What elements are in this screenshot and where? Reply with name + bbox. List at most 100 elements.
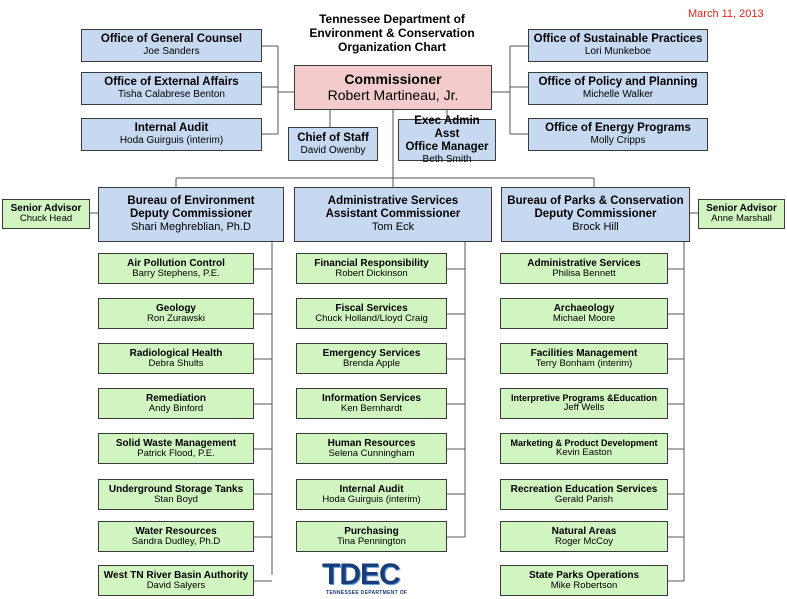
office-head: Joe Sanders <box>143 46 200 58</box>
division-facilities-management: Facilities Management Terry Bonham (inte… <box>500 343 668 374</box>
chart-date: March 11, 2013 <box>688 8 764 20</box>
title-line-1: Tennessee Department of <box>319 12 465 26</box>
division-head: Sandra Dudley, Ph.D <box>131 535 221 547</box>
chart-title: Tennessee Department of Environment & Co… <box>296 12 488 54</box>
division-internal-audit: Internal Audit Hoda Guirguis (interim) <box>296 479 447 510</box>
office-title: Internal Audit <box>134 122 209 135</box>
office-head: Molly Cripps <box>590 135 646 147</box>
division-title: Marketing & Product Development <box>510 438 658 449</box>
division-financial-responsibility: Financial Responsibility Robert Dickinso… <box>296 253 447 284</box>
logo-mark: TDEC <box>322 558 401 591</box>
division-title: Radiological Health <box>129 347 223 359</box>
division-recreation-education-services: Recreation Education Services Gerald Par… <box>500 479 668 510</box>
division-water-resources: Water Resources Sandra Dudley, Ph.D <box>98 521 254 552</box>
office-sustainable-practices: Office of Sustainable Practices Lori Mun… <box>528 29 708 62</box>
exec-admin-title-1: Exec Admin Asst <box>414 115 480 140</box>
bureau-head-name: Brock Hill <box>572 221 619 234</box>
division-head: David Salyers <box>146 579 206 591</box>
division-title: Remediation <box>145 392 206 404</box>
bureau-parks-box: Bureau of Parks & Conservation Deputy Co… <box>501 187 690 242</box>
chief-of-staff-name: David Owenby <box>300 144 366 156</box>
division-head: Ron Zurawski <box>146 312 206 324</box>
senior-advisor-name: Chuck Head <box>19 213 73 225</box>
office-head: Tisha Calabrese Benton <box>118 89 225 101</box>
division-title: Information Services <box>322 392 421 404</box>
chief-of-staff-title: Chief of Staff <box>297 131 369 144</box>
division-title: West TN River Basin Authority <box>103 569 249 581</box>
division-head: Michael Moore <box>552 312 616 324</box>
division-head: Brenda Apple <box>342 357 401 369</box>
division-title: Water Resources <box>135 525 217 537</box>
division-geology: Geology Ron Zurawski <box>98 298 254 329</box>
office-head: Lori Munkeboe <box>584 46 652 58</box>
division-title: Human Resources <box>327 437 416 449</box>
administrative-services-box: Administrative Services Assistant Commis… <box>294 187 492 242</box>
office-internal-audit: Internal Audit Hoda Guirguis (interim) <box>81 118 262 151</box>
chief-of-staff-box: Chief of Staff David Owenby <box>288 127 378 161</box>
office-title: Office of Policy and Planning <box>538 76 698 89</box>
division-title: Internal Audit <box>339 483 404 495</box>
division-emergency-services: Emergency Services Brenda Apple <box>296 343 447 374</box>
division-parks-administrative-services: Administrative Services Philisa Bennett <box>500 253 668 284</box>
logo-subtitle: TENNESSEE DEPARTMENT OF <box>326 590 408 596</box>
division-head: Gerald Parish <box>554 493 614 505</box>
commissioner-box: Commissioner Robert Martineau, Jr. <box>294 65 492 110</box>
division-title: Natural Areas <box>551 525 617 537</box>
bureau-title-1: Bureau of Environment <box>127 195 255 208</box>
division-title: State Parks Operations <box>528 569 640 581</box>
division-title: Recreation Education Services <box>510 483 658 495</box>
exec-admin-name: Beth Smith <box>422 153 472 165</box>
office-general-counsel: Office of General Counsel Joe Sanders <box>81 29 262 62</box>
bureau-title-2: Deputy Commissioner <box>534 208 657 221</box>
office-title: Office of General Counsel <box>100 33 243 46</box>
division-head: Mike Robertson <box>550 579 618 591</box>
bureau-environment-box: Bureau of Environment Deputy Commissione… <box>98 187 284 242</box>
division-title: Emergency Services <box>322 347 421 359</box>
division-title: Interpretive Programs &Education <box>510 393 658 404</box>
division-radiological-health: Radiological Health Debra Shults <box>98 343 254 374</box>
exec-admin-title-2: Office Manager <box>405 140 489 153</box>
division-natural-areas: Natural Areas Roger McCoy <box>500 521 668 552</box>
division-title: Fiscal Services <box>335 302 408 314</box>
division-purchasing: Purchasing Tina Pennington <box>296 521 447 552</box>
bureau-title-1: Bureau of Parks & Conservation <box>507 195 684 208</box>
division-head: Philisa Bennett <box>552 267 616 279</box>
division-head: Terry Bonham (interim) <box>535 357 633 369</box>
division-human-resources: Human Resources Selena Cunningham <box>296 433 447 464</box>
division-title: Underground Storage Tanks <box>108 483 244 495</box>
bureau-title-1: Administrative Services <box>327 195 459 208</box>
division-title: Administrative Services <box>527 257 641 269</box>
division-head: Jeff Wells <box>563 402 605 414</box>
tdec-logo: TDEC TENNESSEE DEPARTMENT OF <box>322 560 418 598</box>
division-title: Air Pollution Control <box>127 257 225 269</box>
division-title: Facilities Management <box>530 347 638 359</box>
division-title: Purchasing <box>344 525 399 537</box>
bureau-title-2: Assistant Commissioner <box>325 208 461 221</box>
division-title: Geology <box>155 302 196 314</box>
office-title: Office of External Affairs <box>104 76 239 89</box>
office-head: Hoda Guirguis (interim) <box>119 135 224 147</box>
division-head: Ken Bernhardt <box>340 402 403 414</box>
division-head: Hoda Guirguis (interim) <box>322 493 421 505</box>
division-head: Tina Pennington <box>337 535 406 547</box>
division-state-parks-operations: State Parks Operations Mike Robertson <box>500 565 668 596</box>
senior-advisor-left: Senior Advisor Chuck Head <box>2 199 90 229</box>
division-interpretive-programs: Interpretive Programs &Education Jeff We… <box>500 388 668 419</box>
title-line-2: Environment & Conservation <box>309 26 475 41</box>
division-remediation: Remediation Andy Binford <box>98 388 254 419</box>
division-head: Selena Cunningham <box>328 447 415 459</box>
division-fiscal-services: Fiscal Services Chuck Holland/Lloyd Crai… <box>296 298 447 329</box>
office-external-affairs: Office of External Affairs Tisha Calabre… <box>81 72 262 105</box>
division-underground-storage-tanks: Underground Storage Tanks Stan Boyd <box>98 479 254 510</box>
division-marketing-product-development: Marketing & Product Development Kevin Ea… <box>500 433 668 464</box>
bureau-head-name: Shari Meghreblian, Ph.D <box>131 221 251 234</box>
division-head: Chuck Holland/Lloyd Craig <box>315 312 428 324</box>
division-title: Solid Waste Management <box>115 437 237 449</box>
senior-advisor-right: Senior Advisor Anne Marshall <box>698 199 785 229</box>
division-head: Roger McCoy <box>554 535 614 547</box>
senior-advisor-title: Senior Advisor <box>706 203 777 215</box>
office-energy-programs: Office of Energy Programs Molly Cripps <box>528 118 708 151</box>
office-title: Office of Energy Programs <box>545 122 691 135</box>
division-head: Andy Binford <box>148 402 204 414</box>
